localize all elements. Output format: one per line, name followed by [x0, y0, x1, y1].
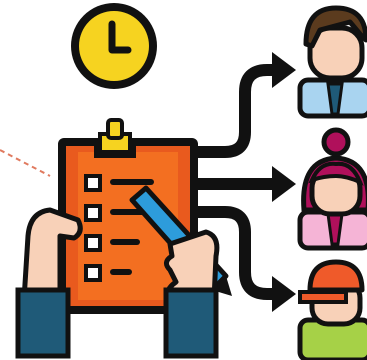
arrowheads: [272, 52, 296, 312]
checklist-items: [84, 174, 154, 282]
dashed-connector: [0, 149, 51, 177]
businesswoman-icon: [297, 127, 367, 251]
businessman-icon: [297, 5, 367, 119]
worker-cap-icon: [297, 259, 367, 360]
clock-icon: [71, 3, 157, 89]
branching-arrows-icon: [189, 64, 288, 300]
hands-icon: [15, 207, 220, 359]
